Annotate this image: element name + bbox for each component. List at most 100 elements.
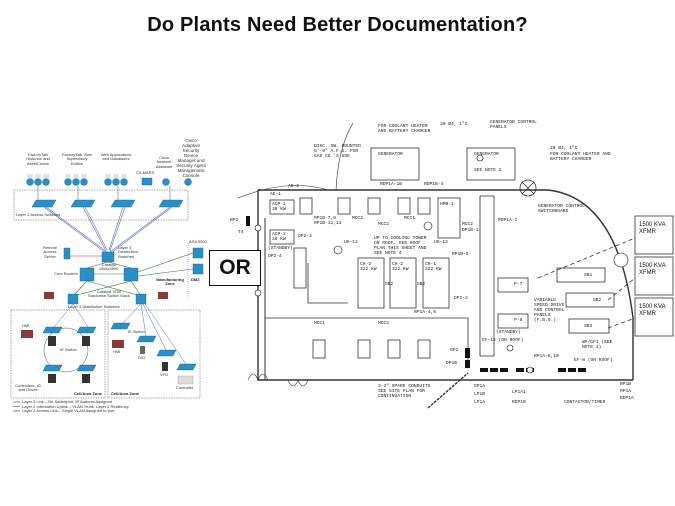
ring-ie-switches	[42, 326, 97, 372]
label-rp1b: RP1B	[620, 382, 632, 387]
label-dp2: DP2	[450, 348, 459, 353]
label-conduit-right: 20 Ø4, 1"C	[550, 146, 578, 151]
label-mcc1-a: MCC1	[404, 216, 416, 221]
label-xfmr-2: 1500 KVA XFMR	[639, 263, 666, 276]
uplink-lines	[37, 186, 173, 254]
label-rp1b-11: RP1B-11,13	[314, 221, 342, 226]
or-label: OR	[209, 250, 261, 286]
label-controllers-io: Controllers, IO and Drives	[15, 383, 41, 393]
hmi-icon-top-right	[158, 292, 168, 299]
group-label-asdm: Cisco Adaptive Security Device Manager a…	[176, 138, 206, 178]
label-mcc2-c: MCC2	[378, 321, 390, 326]
label-ef-12: EF-12 (ON ROOF)	[482, 338, 524, 343]
label-vsd-note: VARIABLE SPEED DRIVE AND CONTROL PANELS …	[534, 298, 565, 323]
label-mcc1-b: MCC1	[314, 321, 326, 326]
core-router-left	[79, 267, 95, 282]
label-t4: T4	[238, 230, 244, 235]
label-uh-13: UH-13	[434, 240, 448, 245]
label-lp1a1: LP1A1	[512, 390, 526, 395]
label-dp2-4: DP2-4	[268, 254, 282, 259]
label-wp-note: WP/GFI (SEE NOTE 4)	[582, 340, 613, 350]
label-conduit-left: 20 Ø4, 1"C	[440, 122, 468, 127]
l3-links	[72, 252, 194, 297]
label-hmi-left: HMI	[22, 323, 30, 328]
label-dp1a: DP1A	[474, 384, 486, 389]
cell-zone-right	[107, 309, 201, 399]
label-ch-1: CH-1 322 KW	[425, 262, 442, 272]
label-vfd: VFD	[160, 372, 168, 377]
label-access-switches: Layer 2 Access Switches	[16, 212, 61, 217]
label-rdp1b-4: RDP1B-4	[424, 182, 444, 187]
group-label-web-apps: Web Applications and Databases	[100, 152, 132, 162]
legend-item-l2-uplink: Layer 2 Interswitch Uplink – VLAN Trunk,…	[22, 403, 129, 409]
label-rp1a-8: RP1A-8,10	[534, 354, 559, 359]
label-manufacturing-zone: Manufacturing Zone	[156, 277, 184, 287]
label-sb2-panel: SB2	[593, 298, 602, 303]
label-rdp1a-2: RDP1A-2	[498, 218, 518, 223]
label-rdp1a: RDP1A	[620, 396, 634, 401]
group-label-cs-mars: CS MARS	[136, 170, 155, 175]
asa-firewall-icon-2	[192, 263, 204, 275]
label-acp-2: ACP-2 38 KW	[272, 232, 286, 242]
label-gen-switchboard: GENERATOR CONTROL SWITCHBOARD	[538, 204, 585, 214]
label-ef-8: EF-8 (ON ROOF)	[574, 358, 613, 363]
label-ie-switch-ring: IE Switch	[60, 347, 77, 352]
legend-swatches	[13, 401, 20, 412]
label-standby-2: (STANDBY)	[496, 330, 521, 335]
label-ie-switch-right: IE Switch	[128, 329, 145, 334]
label-disc-sw: DISC. SW. MOUNTED 5'-0" A.F.G. FOR GAS C…	[314, 144, 361, 159]
hmi-icon-left	[21, 330, 33, 338]
asa-firewall-icon	[192, 247, 204, 259]
hmi-icon-right	[112, 340, 124, 348]
label-sb2-b: SB2	[417, 282, 426, 287]
label-ch-2: CH-2 322 KW	[392, 262, 409, 272]
stack-switch-right	[135, 293, 147, 305]
label-xfmr-1: 1500 KVA XFMR	[639, 222, 666, 235]
legend-item-l3-link: Layer 3 Link – No Switchport, IP Address…	[22, 399, 112, 404]
access-layer-box	[13, 189, 189, 221]
label-generator-right: GENERATOR	[474, 152, 499, 157]
label-catalyst-6500: Catalyst 6500/4500	[99, 262, 119, 272]
cell-zone-left	[10, 309, 106, 399]
label-cell-zone-right: Cell/Area Zone	[111, 391, 140, 396]
label-rp1b-5: RP1B-5	[452, 252, 469, 257]
slide-title: Do Plants Need Better Documentation?	[147, 14, 528, 36]
label-rp1a: RP1A	[620, 389, 632, 394]
label-dp2-2: DP2-2	[454, 296, 468, 301]
label-spare-conduits: 3-3" SPARE CONDUITS SEE SITE PLAN FOR CO…	[378, 384, 431, 399]
label-contactor: CONTACTOR/TIMER	[564, 400, 606, 405]
label-core-routers: Core Routers	[54, 271, 78, 276]
label-l3-distribution: Layer 3 Distribution Switches	[118, 245, 139, 259]
label-coolant-left: FOR COOLANT HEATER AND BATTERY CHARGER	[378, 124, 431, 134]
label-cooling-note: UP TO COOLING TOWER ON ROOF. SEE ROOF PL…	[374, 236, 427, 256]
server-tops	[27, 174, 127, 178]
label-rdp1a-1b: RDP1A-1B	[380, 182, 403, 187]
electrical-floor-plan: FOR COOLANT HEATER AND BATTERY CHARGER 2…	[228, 118, 675, 430]
label-catalyst-3750: Catalyst 3750 Stackwise Switch Stack	[88, 289, 131, 299]
vfd-icon	[162, 362, 168, 371]
l3-distribution-switch	[101, 251, 115, 263]
hmi-icon-top-left	[44, 292, 54, 299]
group-label-view-se: FactoryTalk View Supervisory Edition	[61, 152, 93, 166]
label-dp1b-1: DP1B-1	[462, 228, 479, 233]
label-p-8: P-8	[514, 318, 523, 323]
label-p-7: P-7	[514, 282, 523, 287]
label-asa: ASA 5500	[189, 239, 207, 244]
label-hmi-right: HMI	[113, 349, 121, 354]
label-mcc2-hmb: MCC2	[462, 222, 474, 227]
label-controller: Controller	[176, 385, 194, 390]
label-rp1b-7: RP1B-7,9	[314, 216, 337, 221]
label-acp-1: ACP-1 38 KW	[272, 202, 286, 212]
label-mcc2-a: MCC2	[352, 216, 364, 221]
group-label-historian: FactoryTalk Historian and AssetCentre	[26, 152, 50, 166]
right-zone-links	[53, 303, 187, 365]
label-coolant-right: FOR COOLANT HEATER AND BATTERY CHARGER	[550, 152, 611, 162]
label-l3-dist-switches: Layer 3 Distribution Switches	[68, 304, 120, 309]
label-xfmr-3: 1500 KVA XFMR	[639, 304, 666, 317]
label-generator-left: GENERATOR	[378, 152, 403, 157]
dio-icon	[140, 346, 145, 354]
label-cell-zone-left: Cell/Area Zone	[74, 391, 103, 396]
label-gen-control-panels: GENERATOR CONTROL PANELS	[490, 120, 537, 130]
remote-access-server-icon	[63, 247, 71, 260]
label-ch-3: CH-3 322 KW	[360, 262, 377, 272]
